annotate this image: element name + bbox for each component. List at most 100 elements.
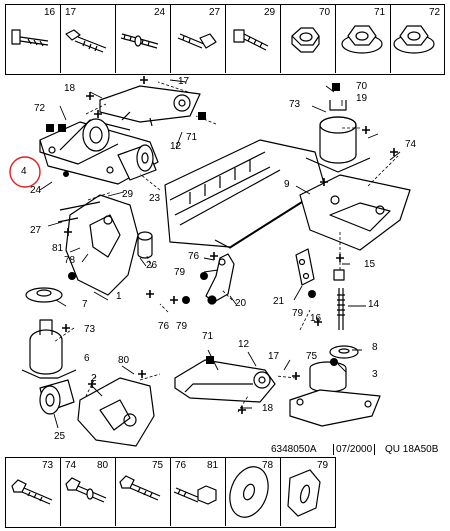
part-number: 29 [264,7,276,18]
bolt-icon [177,33,217,49]
mount-washer [25,287,63,303]
callout-17: 17 [178,76,190,87]
part-number: 80 [97,460,109,471]
strip-cell: 27 [171,5,226,73]
strip-cell: 73 [6,458,61,526]
callout-73: 73 [289,99,301,110]
callout-3: 3 [372,369,378,380]
link-plate [295,248,315,286]
callout-27: 27 [30,225,42,236]
part-number: 79 [317,460,329,471]
callout-18: 18 [64,83,76,94]
part-number: 71 [374,7,386,18]
callout-12: 12 [170,141,182,152]
callout-6: 6 [84,353,90,364]
strip-cell: 17 [61,5,116,73]
stud-icon [120,33,159,49]
cylinder-head [164,139,326,249]
part-number: 78 [262,460,274,471]
strip-cell: 29 [226,5,281,73]
top-parts-strip: 16 17 24 27 29 70 71 72 [5,4,445,75]
callout-12: 12 [238,339,250,350]
strip-cell: 79 [281,458,337,526]
strip-cell: 78 [226,458,281,526]
strip-cell: 76 81 [171,458,226,526]
part-number: 72 [429,7,441,18]
callout-26: 26 [146,260,158,271]
lower-mount-bracket [77,377,155,447]
lower-torque-bracket [174,359,276,403]
callout-16: 16 [310,313,322,324]
rubber-mount [21,319,77,379]
callout-14: 14 [368,299,380,310]
part-number: 24 [154,7,166,18]
callout-74: 74 [405,139,417,150]
part-number: 81 [207,460,219,471]
screw-icon [233,29,269,51]
drawing-date: 07/2000 [333,444,376,455]
mount-support-bracket [299,174,411,251]
engine-mount-bracket [57,194,139,296]
callout-15: 15 [364,259,376,270]
callout-24: 24 [30,185,42,196]
bolt-icon [119,475,161,501]
callout-20: 20 [235,298,247,309]
part-number: 73 [42,460,54,471]
part-number: 16 [44,7,56,18]
callout-29: 29 [122,189,134,200]
top-engine-bracket [99,85,201,127]
flange-nut-icon [341,25,383,54]
callout-1: 1 [116,291,122,302]
callout-76: 76 [188,251,200,262]
strip-cell: 16 [6,5,61,73]
part-number: 27 [209,7,221,18]
washer-icon [229,466,269,518]
drawing-code: QU 18A50B [385,444,439,455]
callout-79: 79 [292,308,304,319]
strip-cell: 70 [281,5,336,73]
strip-cell: 72 [391,5,446,73]
bolt-icon [65,29,107,53]
callout-7: 7 [82,299,88,310]
strip-cell: 75 [116,458,171,526]
callout-25: 25 [54,431,66,442]
callout-18: 18 [262,403,274,414]
part-number: 75 [152,460,164,471]
flange-nut-icon [393,25,435,54]
hex-nut-icon [291,27,320,53]
strip-cell: 24 [116,5,171,73]
callout-71: 71 [186,132,198,143]
callout-8: 8 [372,342,378,353]
callout-79: 79 [174,267,186,278]
part-number: 17 [65,7,77,18]
part-number: 76 [175,460,187,471]
callout-75: 75 [306,351,318,362]
strip-cell: 71 [336,5,391,73]
washer [329,345,359,359]
bolt-icon [173,485,217,505]
callout-76: 76 [158,321,170,332]
spacer-sleeve [137,231,153,259]
drawing-reference: 6348050A [271,444,317,455]
callout-2: 2 [91,373,97,384]
callout-78: 78 [64,255,76,266]
bolt-icon [11,29,49,47]
rubber-bushing [82,118,110,152]
torque-link [205,253,235,305]
callout-73: 73 [84,324,96,335]
callout-17: 17 [268,351,280,362]
bolt-icon [65,477,107,503]
callout-21: 21 [273,296,285,307]
callout-19: 19 [356,93,368,104]
shaped-washer-icon [287,469,321,517]
callout-71: 71 [202,331,214,342]
callout-72: 72 [34,103,46,114]
callout-4: 4 [21,166,27,177]
strip-cell: 74 80 [61,458,116,526]
part-number: 70 [319,7,331,18]
highlight-circle [9,156,41,188]
callout-81: 81 [52,243,64,254]
part-number: 74 [65,460,77,471]
